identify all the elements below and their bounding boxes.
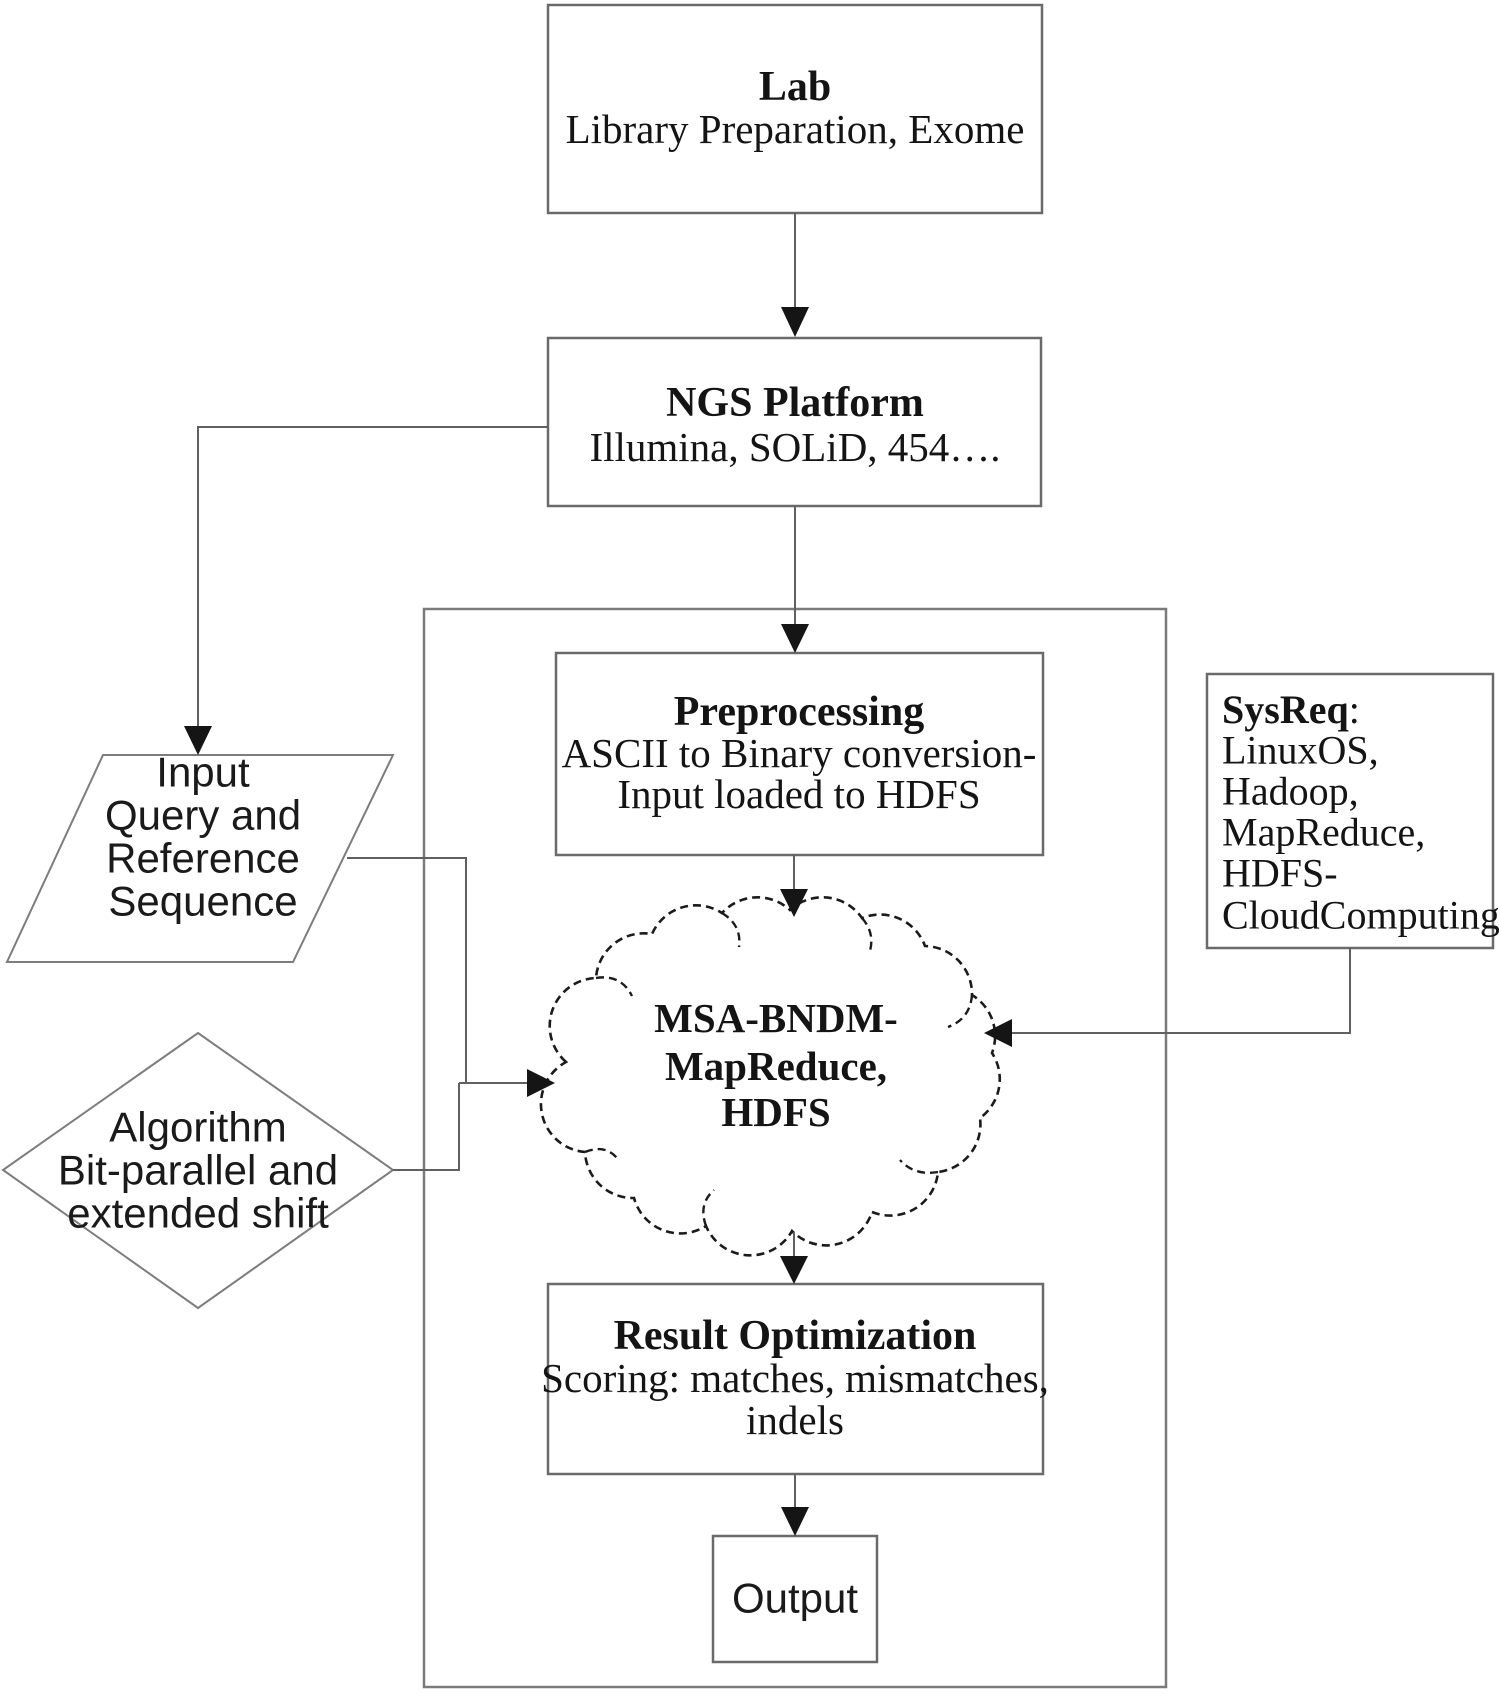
connector-sysreq-to-cloud [1012, 948, 1351, 1034]
cloud-shape [539, 896, 1002, 1257]
arrowhead-into-cloud-left [527, 1069, 555, 1097]
output-box [711, 1534, 879, 1664]
ngs-platform-subtitle: Illumina, SOLiD, 454…. [589, 424, 1000, 470]
cloud-hook-arcs [584, 911, 974, 1227]
lab-box [546, 3, 1044, 215]
connector-algorithm-to-junction [393, 1083, 460, 1171]
algorithm-line-2: Bit-parallel and [58, 1147, 338, 1194]
arrowhead-into-output [781, 1507, 809, 1536]
preprocessing-line2: Input loaded to HDFS [617, 771, 980, 817]
result-optimization-title: Result Optimization [614, 1313, 977, 1359]
input-line-3: Reference [106, 835, 300, 882]
preprocessing-box [554, 651, 1045, 857]
arrowhead-into-ngs [781, 307, 809, 337]
sysreq-box [1205, 672, 1495, 950]
sysreq-line-3: MapReduce, [1222, 810, 1425, 855]
sysreq-line-5: CloudComputing [1222, 893, 1499, 938]
sysreq-line-1: LinuxOS, [1222, 728, 1379, 773]
algorithm-line-1: Algorithm [109, 1104, 286, 1151]
lab-title: Lab [759, 64, 831, 110]
arrowhead-into-result [780, 1256, 808, 1284]
result-optimization-line1: Scoring: matches, mismatches, [541, 1355, 1049, 1401]
input-line-4: Sequence [108, 878, 297, 925]
arrowhead-into-input [184, 726, 212, 755]
arrowhead-into-preprocessing [781, 624, 809, 653]
arrowhead-into-cloud-right [984, 1019, 1012, 1047]
input-line-2: Query and [105, 792, 301, 839]
input-line-1: Input [156, 749, 250, 796]
lab-subtitle: Library Preparation, Exome [566, 106, 1025, 152]
preprocessing-line1: ASCII to Binary conversion- [562, 730, 1037, 776]
input-parallelogram [5, 754, 395, 963]
arrowhead-into-cloud-top [780, 889, 808, 917]
cloud-line-2: MapReduce, [665, 1043, 887, 1089]
result-optimization-line2: indels [746, 1397, 844, 1443]
sysreq-line-4: HDFS- [1222, 851, 1338, 896]
sysreq-line-2: Hadoop, [1222, 769, 1359, 814]
connector-ngs-to-input [197, 426, 548, 726]
ngs-platform-title: NGS Platform [666, 380, 924, 426]
output-label: Output [732, 1575, 858, 1622]
sysreq-title-colon: : [1349, 687, 1360, 732]
connector-input-to-junction [347, 857, 467, 1083]
preprocessing-title: Preprocessing [674, 689, 924, 735]
cloud-line-3: HDFS [721, 1089, 830, 1135]
sysreq-title: SysReq: [1222, 687, 1360, 732]
algorithm-line-3: extended shift [67, 1190, 329, 1237]
cloud-line-1: MSA-BNDM- [654, 995, 898, 1041]
algorithm-diamond [1, 1031, 395, 1310]
ngs-platform-box [546, 336, 1043, 508]
sysreq-title-word: SysReq [1222, 687, 1349, 732]
